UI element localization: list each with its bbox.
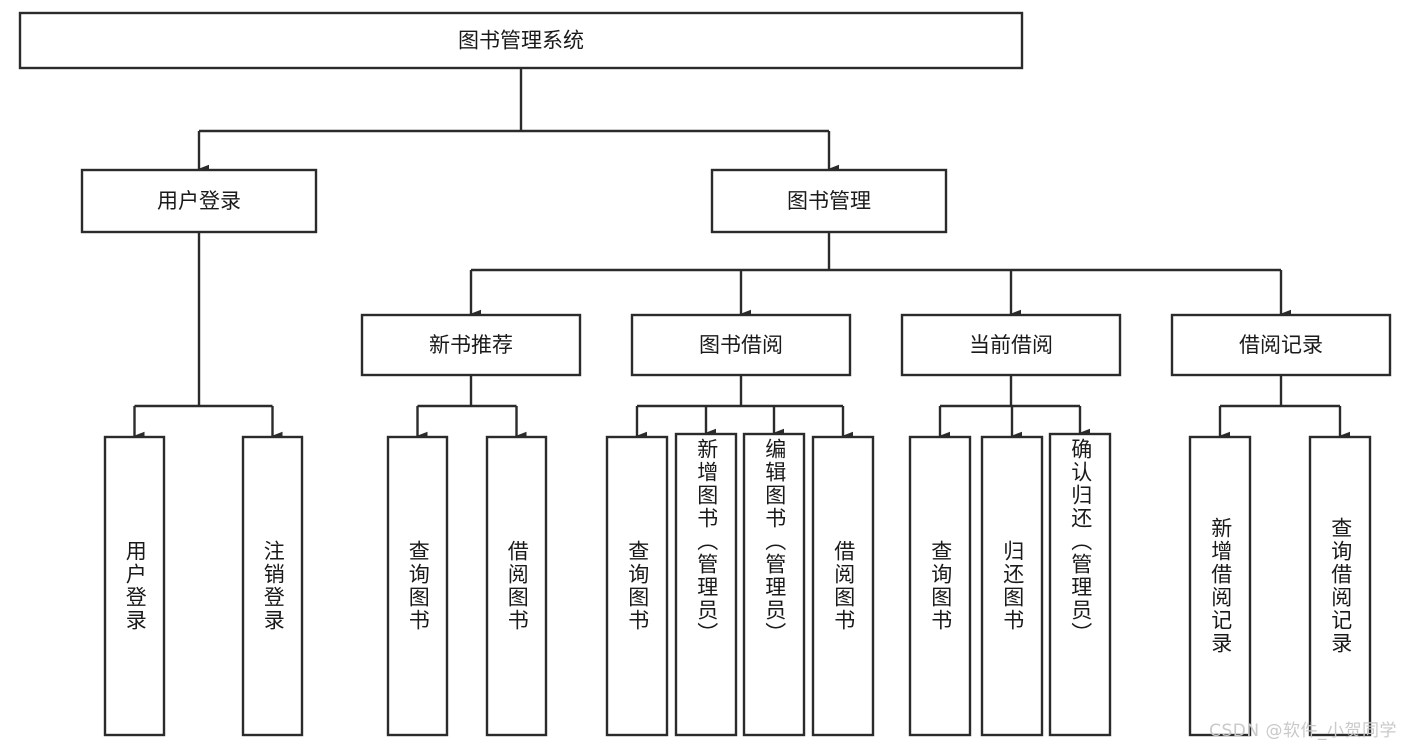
node-label: 图书管理系统: [458, 29, 584, 53]
node-new-book-rec[interactable]: [360, 313, 582, 377]
node-label: 图书管理: [787, 189, 871, 213]
node-label: 当前借阅: [969, 333, 1053, 357]
node-leaf-query-book-borrow[interactable]: [605, 435, 669, 737]
node-leaf-return-book[interactable]: [980, 435, 1044, 737]
node-leaf-user-logout[interactable]: [241, 435, 304, 737]
node-leaf-query-record[interactable]: [1308, 435, 1372, 737]
node-leaf-add-book[interactable]: [674, 432, 738, 737]
node-leaf-query-book-cur[interactable]: [908, 435, 972, 737]
node-label: 用户登录: [157, 189, 241, 213]
node-leaf-query-book-rec[interactable]: [386, 435, 449, 737]
csdn-watermark: CSDN @软件_小贺同学: [1209, 721, 1397, 741]
node-label: 图书借阅: [699, 333, 783, 357]
node-book-manage[interactable]: [710, 168, 948, 234]
node-label: 新书推荐: [429, 333, 513, 357]
connectors-layer: [133, 68, 1350, 441]
node-user-login[interactable]: [80, 168, 318, 234]
node-label: 借阅记录: [1239, 333, 1323, 357]
node-leaf-add-record[interactable]: [1188, 435, 1252, 737]
node-borrow-record[interactable]: [1170, 313, 1392, 377]
node-leaf-borrow-book-rec[interactable]: [485, 435, 548, 737]
node-leaf-user-login[interactable]: [103, 435, 166, 737]
node-leaf-confirm-return[interactable]: [1048, 432, 1112, 737]
node-current-borrow[interactable]: [900, 313, 1122, 377]
node-leaf-borrow-book[interactable]: [811, 435, 875, 737]
node-book-borrow[interactable]: [630, 313, 852, 377]
node-leaf-edit-book[interactable]: [742, 432, 806, 737]
node-root[interactable]: [18, 11, 1024, 70]
boxes-layer: [18, 11, 1392, 737]
